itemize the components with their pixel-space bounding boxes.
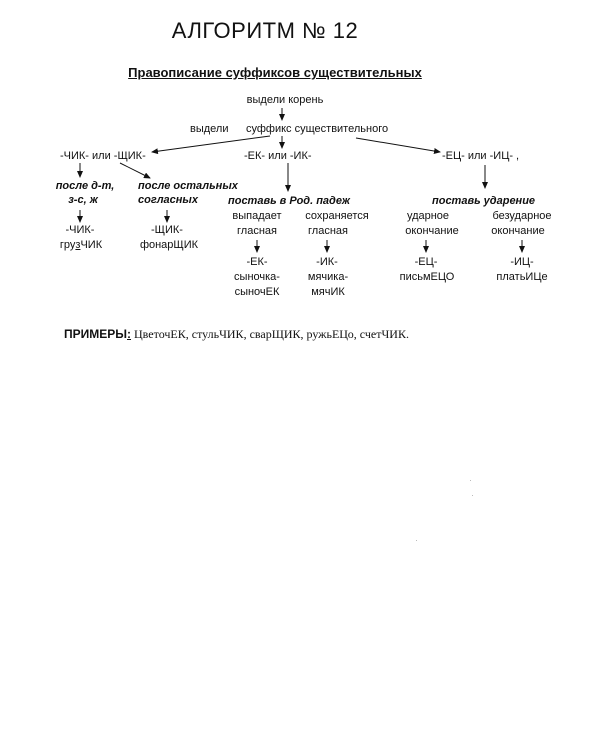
branch-chik-shchik-label: -ЧИК- или -ЩИК- [60,150,146,162]
ek-result-2-suffix: -ИК- [316,256,338,268]
ets-result-2-suffix: -ИЦ- [510,256,534,268]
page-title: АЛГОРИТМ № 12 [171,18,359,43]
ets-result-2-word: платьИЦе [496,271,548,283]
step-find-suffix: суффикс существительного [246,123,389,135]
chik-result-1-word: грузЧИК [59,239,103,251]
examples-colon: : [127,327,132,341]
ets-option-1-line1: ударное [406,210,450,222]
ek-result-1-word1: сыночка- [234,271,280,283]
scan-speck [470,480,471,481]
ets-result-1-suffix: -ЕЦ- [414,256,438,268]
ek-result-1-word2: сыночЕК [234,286,280,298]
arrow-chik-cond2 [119,162,151,179]
examples-label: ПРИМЕРЫ [64,327,128,341]
page-subtitle: Правописание суффиксов существительных [128,65,422,80]
ek-result-2-word2: мячИК [311,286,345,298]
ek-instruction: поставь в Род. падеж [228,195,350,207]
step-find-root: выдели корень [246,94,324,106]
ets-result-1-word: письмЕЦО [399,271,455,283]
branch-ek-ik-label: -ЕК- или -ИК- [244,150,312,162]
ek-option-2-line1: сохраняется [305,210,369,222]
chik-result-2-word: фонарЩИК [139,239,199,251]
ets-option-2-line1: безударное [492,210,552,222]
ets-option-1-line2: окончание [405,225,459,237]
chik-result-1-suffix: -ЧИК- [65,224,95,236]
chik-condition-2-line2: согласных [138,194,198,206]
ek-option-1-line2: гласная [237,225,277,237]
step-find-label: выдели [190,123,229,135]
ek-result-1-suffix: -ЕК- [246,256,268,268]
branch-ets-its-label: -ЕЦ- или -ИЦ- , [442,150,520,162]
ek-result-2-word1: мячика- [307,271,349,283]
chik-result-2-suffix: -ЩИК- [151,224,183,236]
ets-option-2-line2: окончание [491,225,545,237]
examples-text: ЦветочЕК, стульЧИК, сварЩИК, ружьЕЦо, сч… [131,327,409,341]
chik-condition-1-line2: з-с, ж [68,194,98,206]
ek-option-1-line1: выпадает [232,210,282,222]
chik-condition-2-line1: после остальных [138,180,238,192]
scan-speck [416,540,417,541]
ets-instruction: поставь ударение [432,195,536,207]
arrow-to-ets-its [355,137,441,154]
examples-line: ПРИМЕРЫ: ЦветочЕК, стульЧИК, сварЩИК, ру… [64,327,409,342]
scan-speck [472,495,473,496]
ek-option-2-line2: гласная [308,225,348,237]
chik-condition-1-line1: после д-т, [55,180,115,192]
